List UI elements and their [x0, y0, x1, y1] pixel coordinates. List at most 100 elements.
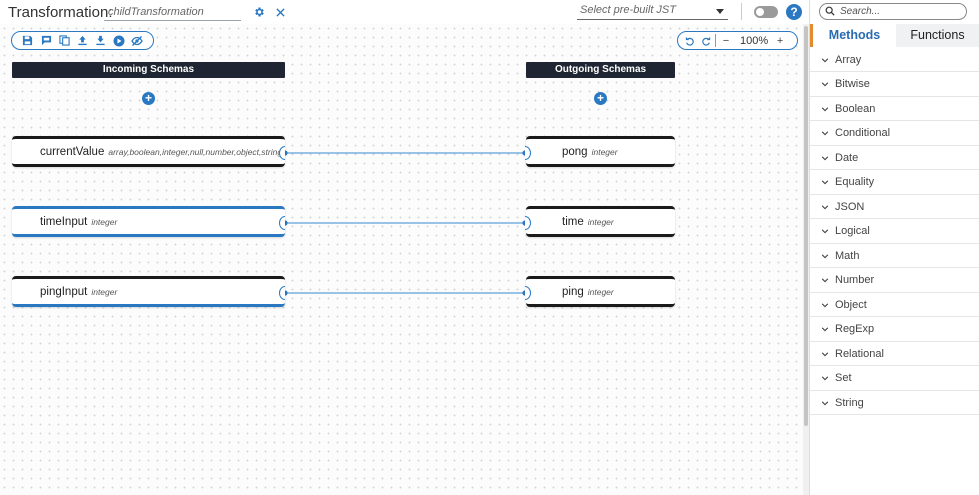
- schema-type: integer: [587, 216, 614, 227]
- outgoing-schema-node[interactable]: ping integer: [526, 276, 675, 307]
- download-icon[interactable]: [94, 34, 107, 47]
- zoom-level: 100%: [740, 34, 769, 47]
- chevron-down-icon: [821, 376, 829, 381]
- method-category-equality[interactable]: Equality: [810, 171, 979, 195]
- incoming-schema-node[interactable]: currentValue array,boolean,integer,null,…: [12, 136, 285, 167]
- transformation-title: Transformation:: [8, 4, 113, 21]
- comment-icon[interactable]: [40, 34, 53, 47]
- schema-name: pong: [562, 145, 588, 158]
- chevron-down-icon: [821, 155, 829, 160]
- method-category-label: Bitwise: [835, 78, 870, 90]
- method-category-label: Set: [835, 372, 852, 384]
- play-icon[interactable]: [113, 34, 126, 47]
- incoming-schema-node[interactable]: timeInput integer: [12, 206, 285, 237]
- close-icon[interactable]: [273, 5, 287, 19]
- zoom-out-button[interactable]: −: [722, 34, 730, 47]
- method-category-number[interactable]: Number: [810, 269, 979, 293]
- method-category-json[interactable]: JSON: [810, 195, 979, 219]
- method-category-relational[interactable]: Relational: [810, 342, 979, 366]
- tab-functions[interactable]: Functions: [896, 24, 979, 47]
- tab-methods[interactable]: Methods: [810, 24, 896, 47]
- method-category-label: Date: [835, 151, 859, 164]
- method-category-date[interactable]: Date: [810, 146, 979, 170]
- method-category-label: Boolean: [835, 102, 876, 115]
- methods-panel: [809, 0, 979, 495]
- method-category-label: Relational: [835, 347, 884, 360]
- help-icon[interactable]: ?: [786, 4, 802, 20]
- schema-type: integer: [591, 146, 618, 157]
- incoming-schemas-header: Incoming Schemas: [12, 62, 285, 78]
- schema-name: pingInput: [40, 285, 88, 298]
- transformation-name-input[interactable]: [104, 3, 241, 21]
- outgoing-schema-node[interactable]: time integer: [526, 206, 675, 237]
- method-category-string[interactable]: String: [810, 391, 979, 415]
- redo-icon[interactable]: [700, 35, 712, 47]
- chevron-down-icon: [821, 302, 829, 307]
- schema-name: currentValue: [40, 145, 105, 158]
- method-category-label: Equality: [835, 176, 875, 188]
- upload-icon[interactable]: [76, 34, 89, 47]
- outgoing-schemas-header: Outgoing Schemas: [526, 62, 675, 78]
- method-category-label: JSON: [835, 200, 865, 213]
- toggle-knob: [756, 8, 764, 16]
- output-port[interactable]: [279, 286, 285, 300]
- schema-type: integer: [587, 286, 614, 297]
- jst-select-placeholder: Select pre-built JST: [580, 4, 676, 16]
- chevron-down-icon: [821, 253, 829, 258]
- schema-type: array,boolean,integer,null,number,object…: [108, 146, 283, 157]
- save-icon[interactable]: [21, 34, 34, 47]
- canvas-toolbar: [11, 31, 154, 50]
- outgoing-schema-node[interactable]: pong integer: [526, 136, 675, 167]
- schema-name: ping: [562, 285, 584, 298]
- schema-name: timeInput: [40, 215, 88, 228]
- mapping-canvas[interactable]: [0, 24, 803, 495]
- chevron-down-icon: [821, 131, 829, 136]
- zoom-divider: [715, 34, 716, 47]
- canvas-scrollbar-thumb[interactable]: [804, 26, 808, 426]
- method-category-object[interactable]: Object: [810, 293, 979, 317]
- method-category-label: Number: [835, 274, 875, 286]
- method-category-math[interactable]: Math: [810, 244, 979, 268]
- chevron-down-icon: [821, 229, 829, 234]
- method-category-boolean[interactable]: Boolean: [810, 97, 979, 121]
- settings-gear-icon[interactable]: [252, 5, 266, 19]
- search-input[interactable]: Search...: [819, 3, 967, 20]
- method-category-label: Logical: [835, 225, 870, 237]
- zoom-controls: − 100% +: [677, 31, 798, 50]
- header-divider: [741, 3, 742, 20]
- method-category-label: Object: [835, 298, 867, 311]
- method-category-label: RegExp: [835, 323, 875, 335]
- add-outgoing-schema-button[interactable]: +: [594, 92, 607, 105]
- view-toggle-switch[interactable]: [754, 6, 778, 18]
- output-port[interactable]: [279, 146, 285, 160]
- method-category-array[interactable]: Array: [810, 48, 979, 72]
- method-category-conditional[interactable]: Conditional: [810, 122, 979, 146]
- caret-down-icon: [716, 9, 724, 14]
- hide-icon[interactable]: [131, 34, 144, 47]
- prebuilt-jst-select[interactable]: Select pre-built JST: [577, 3, 728, 20]
- schema-type: integer: [91, 286, 118, 297]
- chevron-down-icon: [821, 180, 829, 185]
- incoming-schema-node[interactable]: pingInput integer: [12, 276, 285, 307]
- panel-tabs: Methods Functions: [810, 24, 979, 47]
- chevron-down-icon: [821, 57, 829, 62]
- chevron-down-icon: [821, 82, 829, 87]
- chevron-down-icon: [821, 204, 829, 209]
- chevron-down-icon: [821, 278, 829, 283]
- zoom-in-button[interactable]: +: [776, 34, 784, 47]
- method-category-bitwise[interactable]: Bitwise: [810, 73, 979, 97]
- chevron-down-icon: [821, 351, 829, 356]
- schema-type: integer: [91, 216, 118, 227]
- method-category-logical[interactable]: Logical: [810, 220, 979, 244]
- method-category-label: String: [835, 396, 864, 409]
- undo-icon[interactable]: [684, 35, 696, 47]
- method-category-set[interactable]: Set: [810, 367, 979, 391]
- output-port[interactable]: [279, 216, 285, 230]
- schema-name: time: [562, 215, 584, 228]
- method-category-regexp[interactable]: RegExp: [810, 318, 979, 342]
- chevron-down-icon: [821, 400, 829, 405]
- add-incoming-schema-button[interactable]: +: [142, 92, 155, 105]
- method-category-label: Math: [835, 249, 860, 262]
- chevron-down-icon: [821, 327, 829, 332]
- copy-icon[interactable]: [58, 34, 71, 47]
